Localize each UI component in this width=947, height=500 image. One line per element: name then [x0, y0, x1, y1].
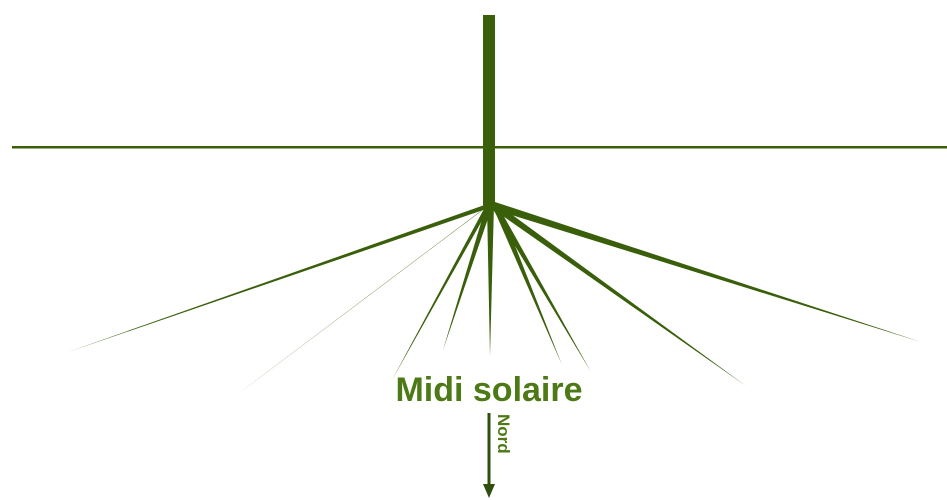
- hour-line: [443, 204, 493, 350]
- hour-line: [490, 203, 746, 386]
- gnomon: [483, 15, 495, 206]
- horizon-line: [12, 146, 947, 149]
- midi-solaire-label: Midi solaire: [395, 371, 582, 409]
- hour-line: [487, 204, 494, 356]
- hour-line: [489, 202, 921, 342]
- hour-line: [392, 203, 492, 380]
- nord-label: Nord: [494, 414, 513, 454]
- hour-line: [68, 202, 493, 352]
- hour-line: [238, 203, 492, 394]
- north-arrow-head-icon: [483, 484, 495, 498]
